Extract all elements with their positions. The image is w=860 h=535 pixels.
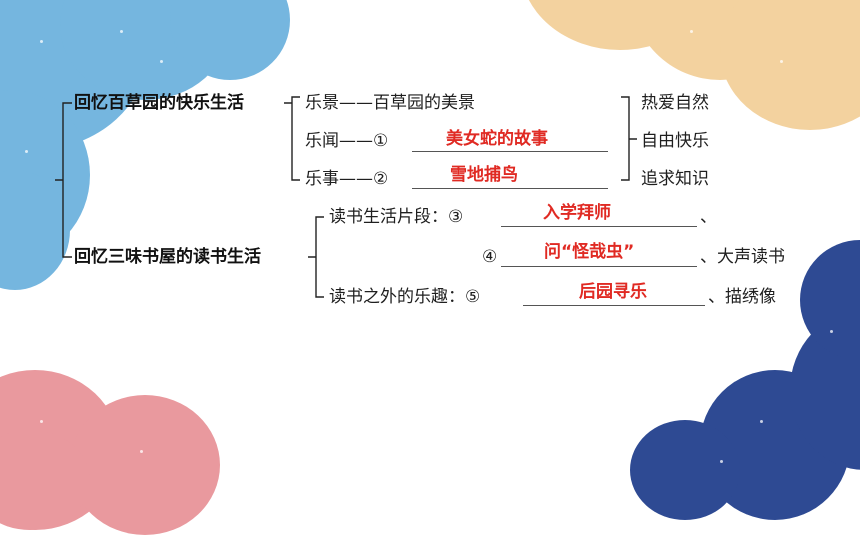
themes-brace [621, 96, 637, 181]
branch2-title: 回忆三味书屋的读书生活 [74, 247, 261, 267]
answer-4: 问“怪哉虫” [544, 242, 635, 262]
answer-blank-2 [412, 188, 608, 189]
answer-2: 雪地捕鸟 [450, 165, 518, 185]
answer-blank-4 [501, 266, 697, 267]
structure-diagram: 回忆百草园的快乐生活 乐景——百草园的美景 乐闻——① 美女蛇的故事 乐事——②… [55, 93, 785, 307]
branch2-item-2-suffix: 、大声读书 [700, 247, 785, 267]
branch2-item-2: ④ [482, 247, 498, 267]
answer-blank-1 [412, 151, 608, 152]
branch1-title: 回忆百草园的快乐生活 [74, 93, 244, 113]
theme-3: 追求知识 [641, 169, 709, 189]
branch2-item-1: 读书生活片段：③ [329, 207, 464, 227]
main-brace [55, 102, 72, 258]
branch2-item-1-suffix: 、 [700, 207, 717, 227]
theme-1: 热爱自然 [641, 93, 709, 113]
branch1-item-2: 乐闻——① [305, 131, 389, 151]
branch1-brace [284, 96, 300, 181]
answer-3: 入学拜师 [543, 203, 611, 223]
branch2-brace [308, 216, 324, 298]
theme-2: 自由快乐 [641, 131, 709, 151]
branch2-item-3: 读书之外的乐趣：⑤ [329, 287, 481, 307]
branch1-item-1: 乐景——百草园的美景 [305, 93, 475, 113]
branch1-item-3: 乐事——② [305, 169, 389, 189]
answer-blank-5 [523, 305, 705, 306]
bracket-lines [55, 96, 637, 298]
answer-5: 后园寻乐 [579, 282, 647, 302]
branch2-item-3-suffix: 、描绣像 [708, 287, 776, 307]
answer-1: 美女蛇的故事 [446, 129, 548, 149]
answer-blank-3 [501, 226, 697, 227]
